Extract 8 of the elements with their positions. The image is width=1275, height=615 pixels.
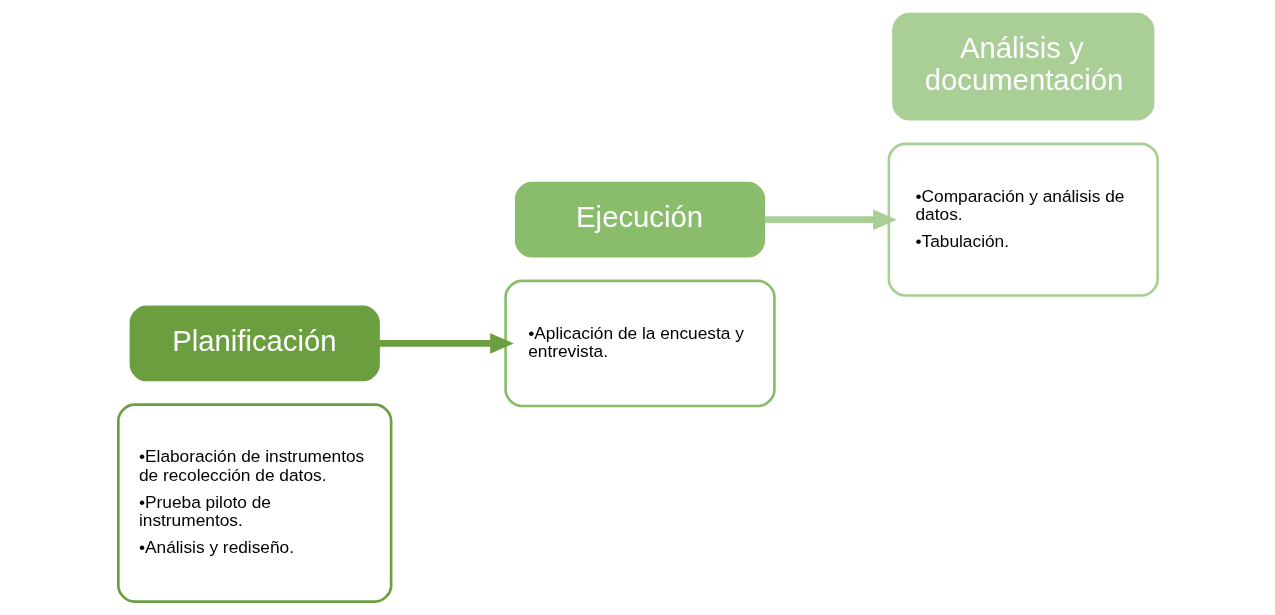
- node-box: •Aplicación de la encuesta y entrevista.: [503, 279, 776, 408]
- node-box: •Comparación y análisis de datos. •Tabulación.: [887, 142, 1159, 297]
- arrow: [764, 209, 897, 230]
- node-box: Análisis y documentación: [891, 12, 1154, 121]
- node-box: Planificación: [129, 305, 380, 382]
- node-box: •Elaboración de instrumentos de recolección de datos. •Prueba piloto de instrumentos. •Análisis y rediseño.: [116, 403, 392, 603]
- arrow: [378, 333, 514, 354]
- node-box: Ejecución: [514, 181, 765, 258]
